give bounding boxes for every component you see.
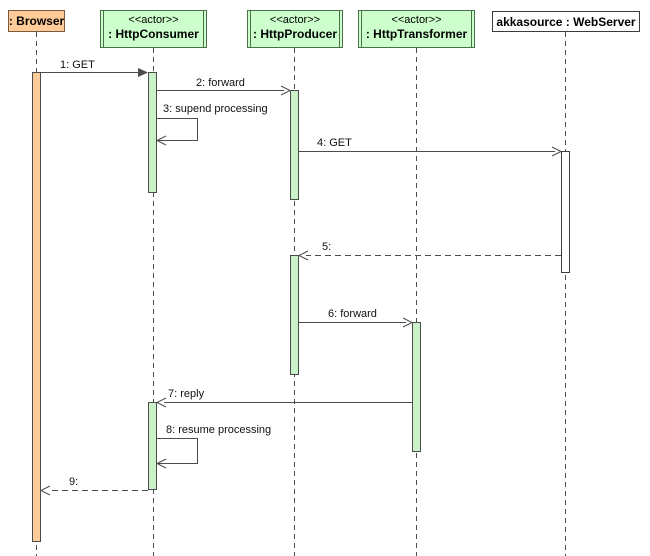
participant-name: akkasource : WebServer: [496, 14, 636, 29]
participant-box-browser: : Browser: [8, 10, 65, 32]
participant-box-httptransformer: <<actor>> : HttpTransformer: [358, 10, 475, 48]
participant-stereotype: <<actor>>: [128, 14, 179, 26]
message-label-1: 1: GET: [60, 59, 95, 71]
activation-bar-httpconsumer-1: [148, 72, 157, 193]
message-line-8-self: [157, 438, 198, 464]
participant-stereotype: <<actor>>: [269, 14, 321, 26]
participant-name: : HttpConsumer: [108, 27, 199, 41]
message-label-6: 6: forward: [328, 308, 377, 320]
arrowhead-open-3: [155, 135, 167, 146]
activation-bar-httpconsumer-2: [148, 402, 157, 490]
activation-bar-httpproducer-1: [290, 90, 299, 200]
message-label-3: 3: supend processing: [163, 103, 268, 115]
activation-bar-httptransformer: [412, 322, 421, 452]
participant-stereotype: <<actor>>: [391, 14, 442, 26]
participant-box-httpconsumer: <<actor>> : HttpConsumer: [100, 10, 207, 48]
message-label-8: 8: resume processing: [166, 424, 272, 436]
message-line-3-self: [157, 118, 198, 141]
arrowhead-open-7: [155, 397, 167, 408]
activation-bar-httpproducer-2: [290, 255, 299, 375]
message-label-9: 9:: [69, 476, 79, 488]
activation-bar-webserver: [561, 151, 570, 273]
message-label-5: 5:: [322, 241, 332, 253]
arrowhead-open-5: [297, 250, 309, 261]
participant-box-webserver: akkasource : WebServer: [492, 11, 640, 32]
participant-name: : Browser: [8, 14, 65, 28]
arrowhead-filled-1: [138, 68, 148, 77]
arrowhead-open-9: [39, 485, 51, 496]
message-label-7: 7: reply: [168, 388, 205, 400]
message-label-2: 2: forward: [196, 77, 245, 89]
participant-name: : HttpProducer: [253, 27, 337, 41]
participant-box-httpproducer: <<actor>> : HttpProducer: [247, 10, 343, 48]
participant-name: : HttpTransformer: [365, 27, 468, 41]
activation-bar-browser: [32, 72, 41, 542]
arrowhead-open-8: [155, 458, 167, 469]
message-label-4: 4: GET: [317, 137, 352, 149]
